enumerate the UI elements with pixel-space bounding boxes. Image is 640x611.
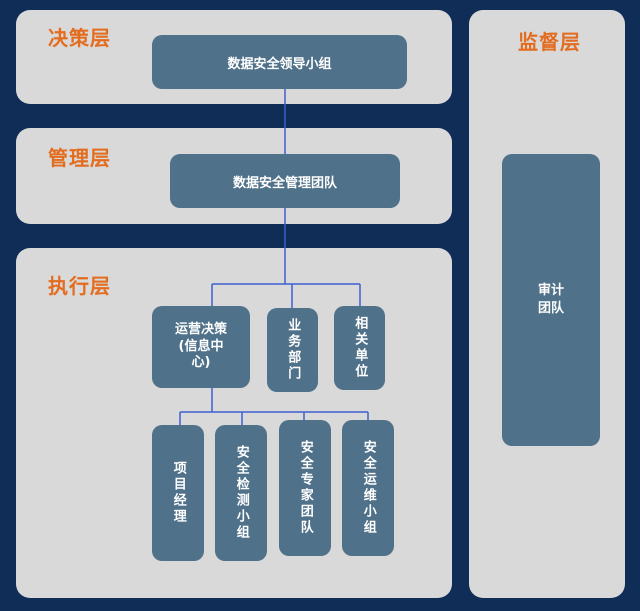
management-team-node: 数据安全管理团队 <box>170 154 400 208</box>
execution-layer-title: 执行层 <box>48 274 111 298</box>
audit-team-label-line2: 团队 <box>537 301 564 316</box>
related-units-node: 相关单位 <box>334 306 385 390</box>
management-team-label: 数据安全管理团队 <box>232 175 337 191</box>
management-layer-title: 管理层 <box>48 146 111 170</box>
security-ops-group-label: 安全运维小组 <box>360 440 376 536</box>
related-units-label: 相关单位 <box>352 316 368 380</box>
business-dept-node: 业务部门 <box>267 308 318 392</box>
security-expert-team-node: 安全专家团队 <box>279 420 331 556</box>
security-testing-group-node: 安全检测小组 <box>215 425 267 561</box>
project-manager-label: 项目经理 <box>170 461 186 525</box>
project-manager-node: 项目经理 <box>152 425 204 561</box>
audit-team-label-line1: 审计 <box>537 282 564 298</box>
security-ops-group-node: 安全运维小组 <box>342 420 394 556</box>
audit-team-node: 审计 团队 <box>502 154 600 446</box>
security-testing-group-label: 安全检测小组 <box>233 445 249 541</box>
leadership-group-node: 数据安全领导小组 <box>152 35 407 89</box>
ops-decision-label-line1: 运营决策 <box>174 321 227 337</box>
security-expert-team-label: 安全专家团队 <box>297 440 313 536</box>
supervision-layer-title: 监督层 <box>518 30 581 54</box>
ops-decision-node: 运营决策 (信息中 心) <box>152 306 250 388</box>
ops-decision-label-line2: (信息中 <box>178 338 224 354</box>
business-dept-label: 业务部门 <box>285 318 301 382</box>
leadership-group-label: 数据安全领导小组 <box>227 56 332 72</box>
decision-layer-title: 决策层 <box>48 26 111 50</box>
ops-decision-label-line3: 心) <box>191 355 211 371</box>
